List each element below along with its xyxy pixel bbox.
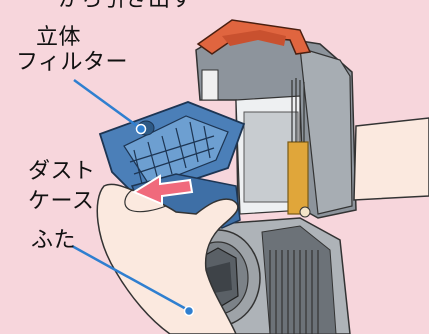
label-filter-line2: フィルター: [16, 50, 128, 76]
label-dust-line2: ケース: [28, 189, 94, 215]
caption-top: から引き出す: [58, 0, 193, 13]
label-dust-line1: ダスト: [28, 159, 96, 185]
label-filter-line1: 立体: [36, 25, 81, 51]
label-lid: ふた: [31, 228, 76, 254]
